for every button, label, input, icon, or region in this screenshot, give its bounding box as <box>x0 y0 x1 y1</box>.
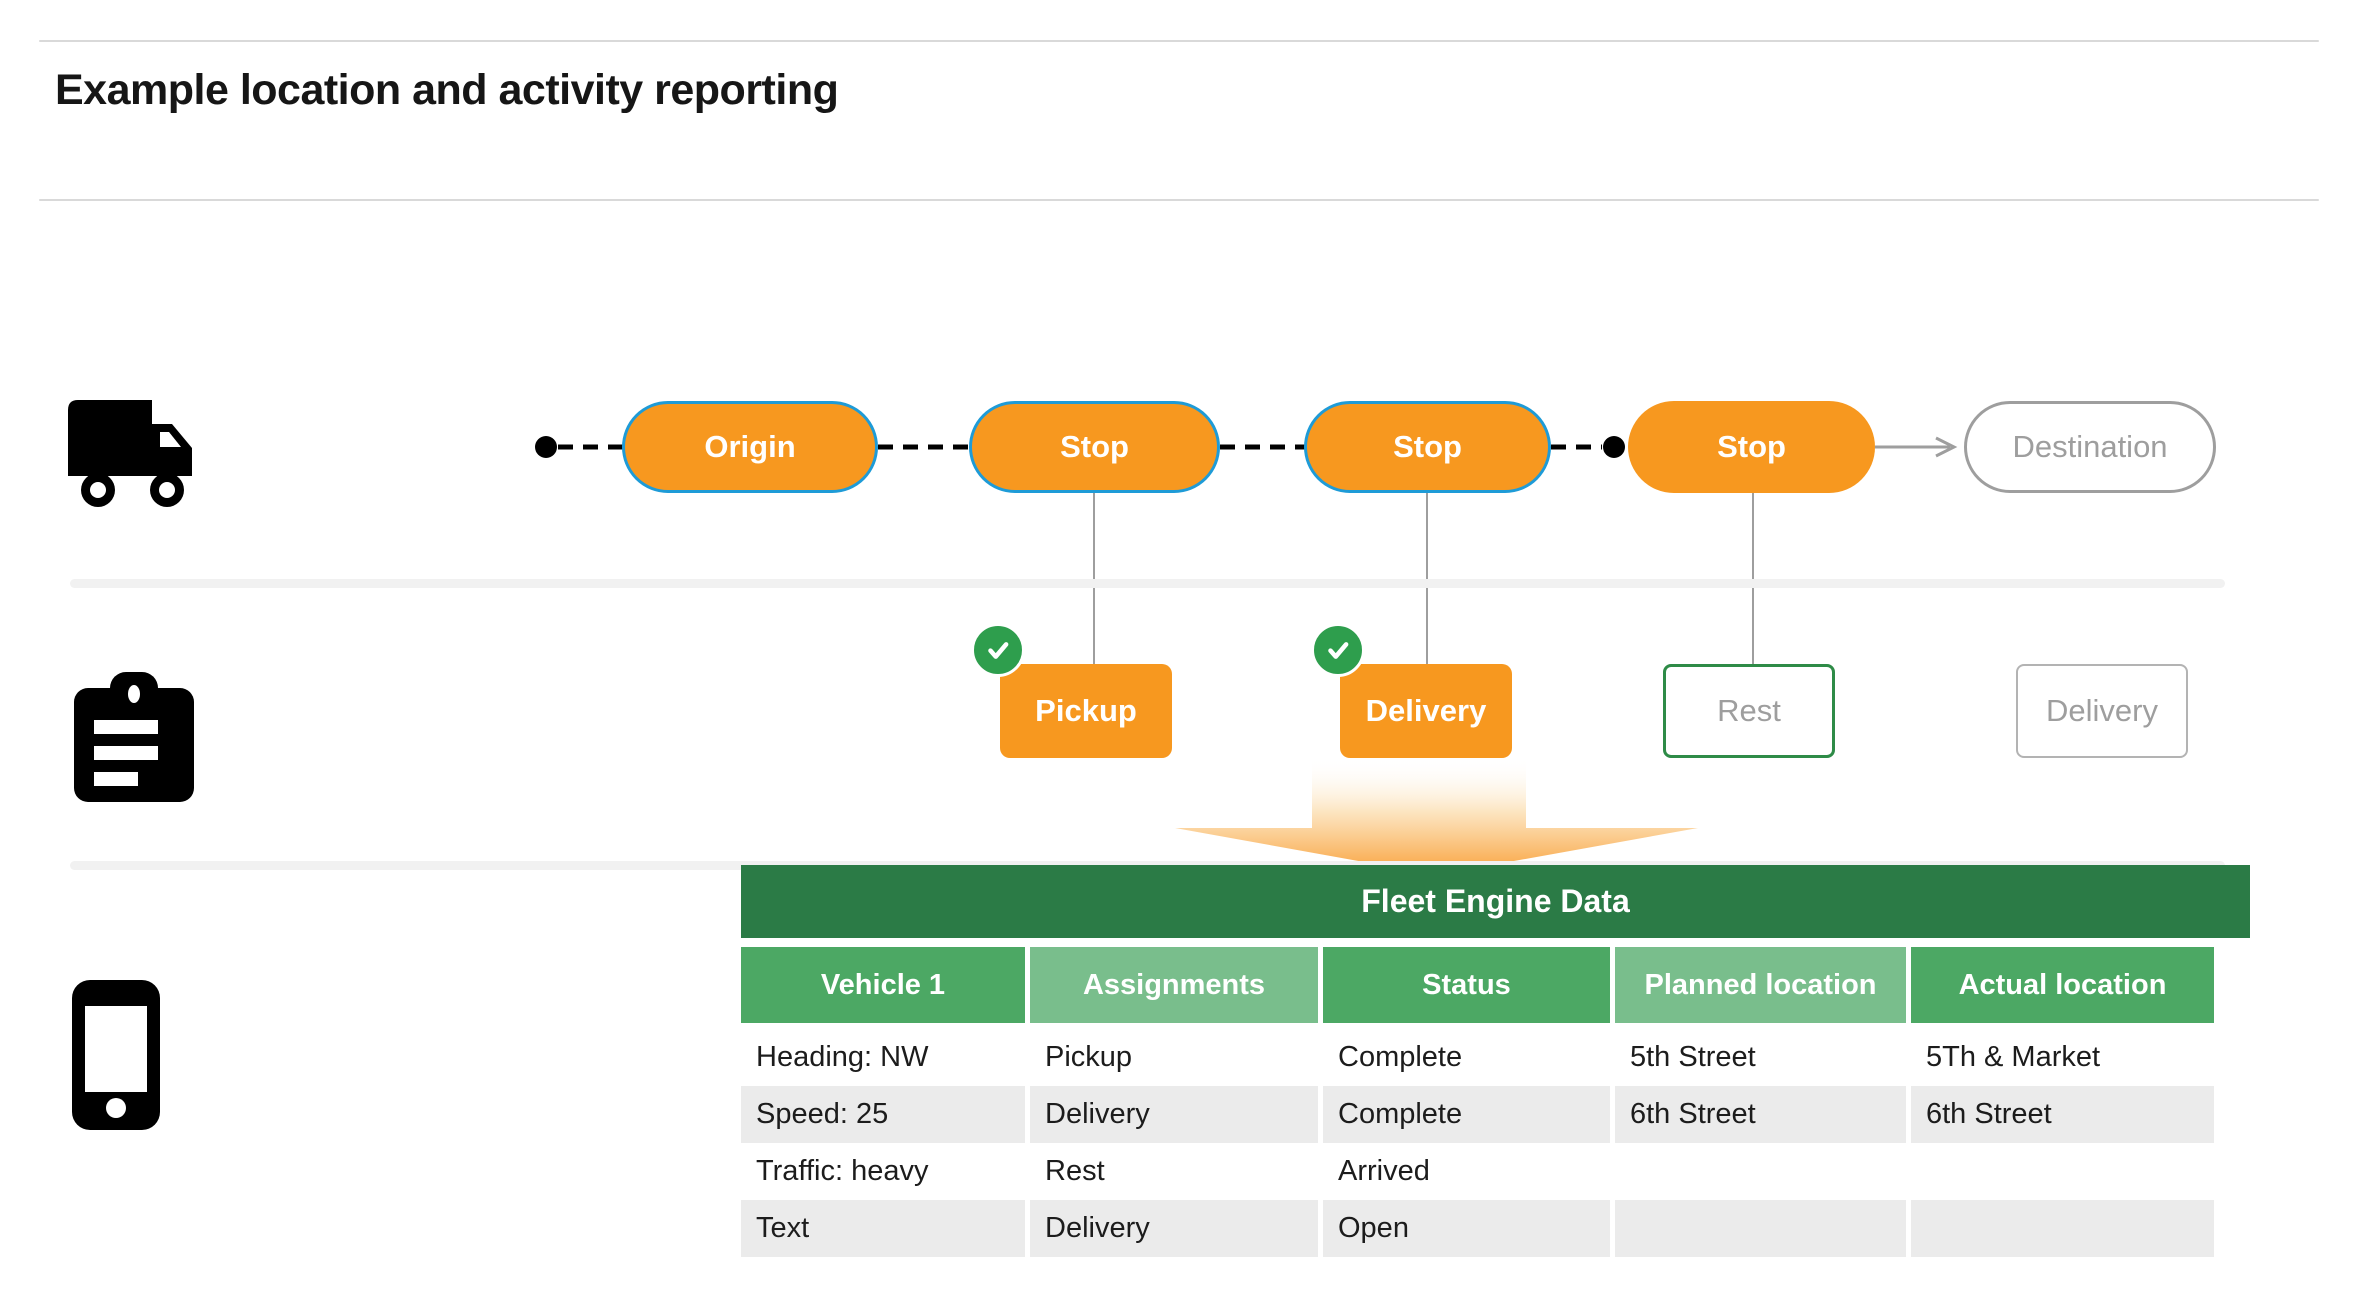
table-cell: 5th Street <box>1630 1041 1756 1073</box>
phone-icon <box>72 980 160 1130</box>
route-dot-start <box>535 436 557 458</box>
column-header-status: Status <box>1323 947 1610 1023</box>
table-cell: Open <box>1323 1200 1610 1257</box>
check-circle-icon <box>1311 623 1365 677</box>
table-cell <box>1615 1143 1906 1200</box>
table-cell: Pickup <box>1045 1041 1133 1073</box>
activity-label: Rest <box>1717 693 1781 728</box>
table-cell: Heading: NW <box>756 1041 929 1073</box>
top-rule <box>39 40 2319 42</box>
table-cell: 6th Street <box>1615 1086 1906 1143</box>
table-cell: 6th Street <box>1911 1086 2214 1143</box>
column-header-actual-location: Actual location <box>1911 947 2214 1023</box>
route-dot-current <box>1603 436 1625 458</box>
stop-pill-destination: Destination <box>1964 401 2216 493</box>
stop-pill-3: Stop <box>1628 401 1875 493</box>
activity-box-pickup: Pickup <box>1000 664 1172 758</box>
down-arrow-icon <box>1175 758 1698 875</box>
stop-pill-label: Stop <box>1393 429 1462 464</box>
arrowhead-icon <box>1935 436 1958 458</box>
truck-icon <box>68 400 192 507</box>
stop-pill-label: Stop <box>1717 429 1786 464</box>
column-header-assignments: Assignments <box>1030 947 1318 1023</box>
table-cell: Complete <box>1323 1086 1610 1143</box>
table-cell: Arrived <box>1338 1155 1430 1187</box>
table-cell: Delivery <box>1030 1086 1318 1143</box>
column-header-vehicle: Vehicle 1 <box>741 947 1025 1023</box>
table-cell: 5Th & Market <box>1926 1041 2101 1073</box>
stop-pill-label: Stop <box>1060 429 1129 464</box>
table-cell <box>1911 1143 2214 1200</box>
stop-pill-origin: Origin <box>622 401 878 493</box>
table-cell: Speed: 25 <box>741 1086 1025 1143</box>
connector-stop2 <box>1093 493 1095 664</box>
table-cell <box>1911 1200 2214 1257</box>
activity-label: Delivery <box>2046 693 2158 728</box>
connector-stop3 <box>1426 493 1428 664</box>
table-cell: Text <box>741 1200 1025 1257</box>
table-cell: Rest <box>1045 1155 1105 1187</box>
table-cell <box>1615 1200 1906 1257</box>
activity-box-delivery-future: Delivery <box>2016 664 2188 758</box>
activity-label: Pickup <box>1035 693 1137 728</box>
page-title: Example location and activity reporting <box>55 66 839 114</box>
connector-stop4 <box>1752 493 1754 664</box>
route-path <box>535 436 1958 458</box>
activity-box-delivery: Delivery <box>1340 664 1512 758</box>
stop-pill-2: Stop <box>1304 401 1551 493</box>
section-divider-1 <box>70 579 2225 588</box>
column-header-planned-location: Planned location <box>1615 947 1906 1023</box>
stop-pill-label: Destination <box>2012 429 2168 464</box>
table-cell: Delivery <box>1030 1200 1318 1257</box>
table-title: Fleet Engine Data <box>741 865 2250 938</box>
header-rule <box>39 199 2319 201</box>
stop-pill-label: Origin <box>704 429 796 464</box>
activity-label: Delivery <box>1365 693 1487 728</box>
stop-pill-1: Stop <box>969 401 1220 493</box>
table-cell: Traffic: heavy <box>756 1155 929 1187</box>
activity-box-rest: Rest <box>1663 664 1835 758</box>
check-circle-icon <box>971 623 1025 677</box>
clipboard-icon <box>74 672 194 802</box>
table-cell: Complete <box>1338 1041 1463 1073</box>
